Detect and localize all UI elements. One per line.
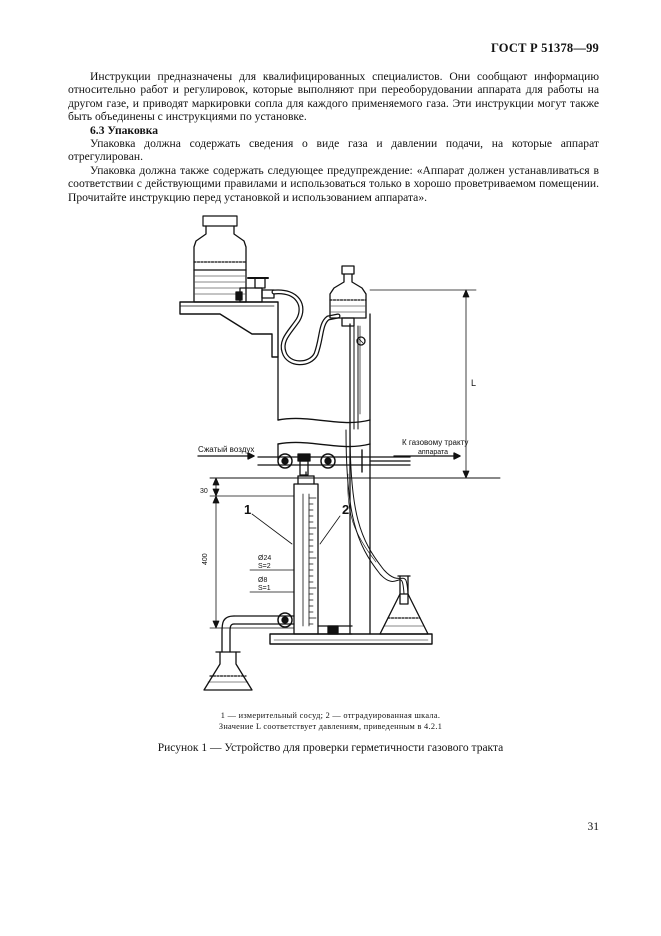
page-number: 31: [587, 821, 600, 833]
figure-caption: Рисунок 1 — Устройство для проверки герм…: [157, 742, 504, 754]
label-s2: S=2: [258, 563, 271, 570]
figure-apparatus: Сжатый воздух К газовому тракту аппарата…: [170, 214, 510, 704]
label-to-gas-path-2: аппарата: [418, 449, 448, 456]
right-flask: [379, 575, 429, 635]
vessel-scale: [308, 497, 317, 625]
label-s1: S=1: [258, 585, 271, 592]
dimension-l: [369, 289, 477, 479]
left-flask: [203, 651, 253, 691]
graduated-tube: [345, 429, 409, 595]
bottle-valve: [235, 277, 275, 303]
legend-line-2: Значение L соответствует давлениям, прив…: [218, 722, 443, 731]
legend-line-1: 1 — измерительный сосуд; 2 — отградуиров…: [220, 711, 441, 720]
body-text: Инструкции предназначены для квалифициро…: [68, 70, 599, 204]
callout-leaders: [249, 513, 341, 593]
label-dimension-l: L: [471, 378, 476, 388]
label-compressed-air: Сжатый воздух: [198, 445, 254, 454]
top-bottle: [193, 215, 247, 303]
stand-column: [349, 313, 371, 635]
label-d8: Ø8: [258, 577, 267, 584]
label-d24: Ø24: [258, 555, 271, 562]
bottom-connections: [221, 612, 353, 653]
stand-base: [269, 633, 433, 645]
label-callout-2: 2: [342, 502, 349, 517]
paragraph-packaging-warning: Упаковка должна также содержать следующе…: [68, 163, 599, 204]
paragraph-packaging-info: Упаковка должна содержать сведения о вид…: [68, 137, 599, 164]
break-line-upper: [277, 417, 371, 424]
section-heading-packaging: 6.3 Упаковка: [90, 123, 159, 137]
flow-arrows: [197, 452, 461, 460]
document-code: ГОСТ Р 51378—99: [490, 41, 599, 55]
top-bracket: [179, 301, 279, 358]
horizontal-pipes: [257, 449, 411, 476]
apparatus-drawing: Сжатый воздух К газовому тракту аппарата…: [179, 215, 501, 691]
measuring-vessel: [293, 471, 319, 635]
figure-legend: 1 — измерительный сосуд; 2 — отградуиров…: [0, 710, 661, 732]
label-callout-1: 1: [244, 502, 251, 517]
label-dimension-30: 30: [200, 488, 208, 495]
dimension-left: [209, 477, 295, 629]
label-dimension-400: 400: [202, 553, 209, 565]
break-line-lower: [277, 441, 371, 448]
label-to-gas-path-1: К газовому тракту: [402, 438, 468, 447]
upper-scale-tube: [353, 325, 366, 430]
paragraph-instructions: Инструкции предназначены для квалифициро…: [68, 70, 599, 124]
upper-reservoir: [329, 265, 367, 327]
